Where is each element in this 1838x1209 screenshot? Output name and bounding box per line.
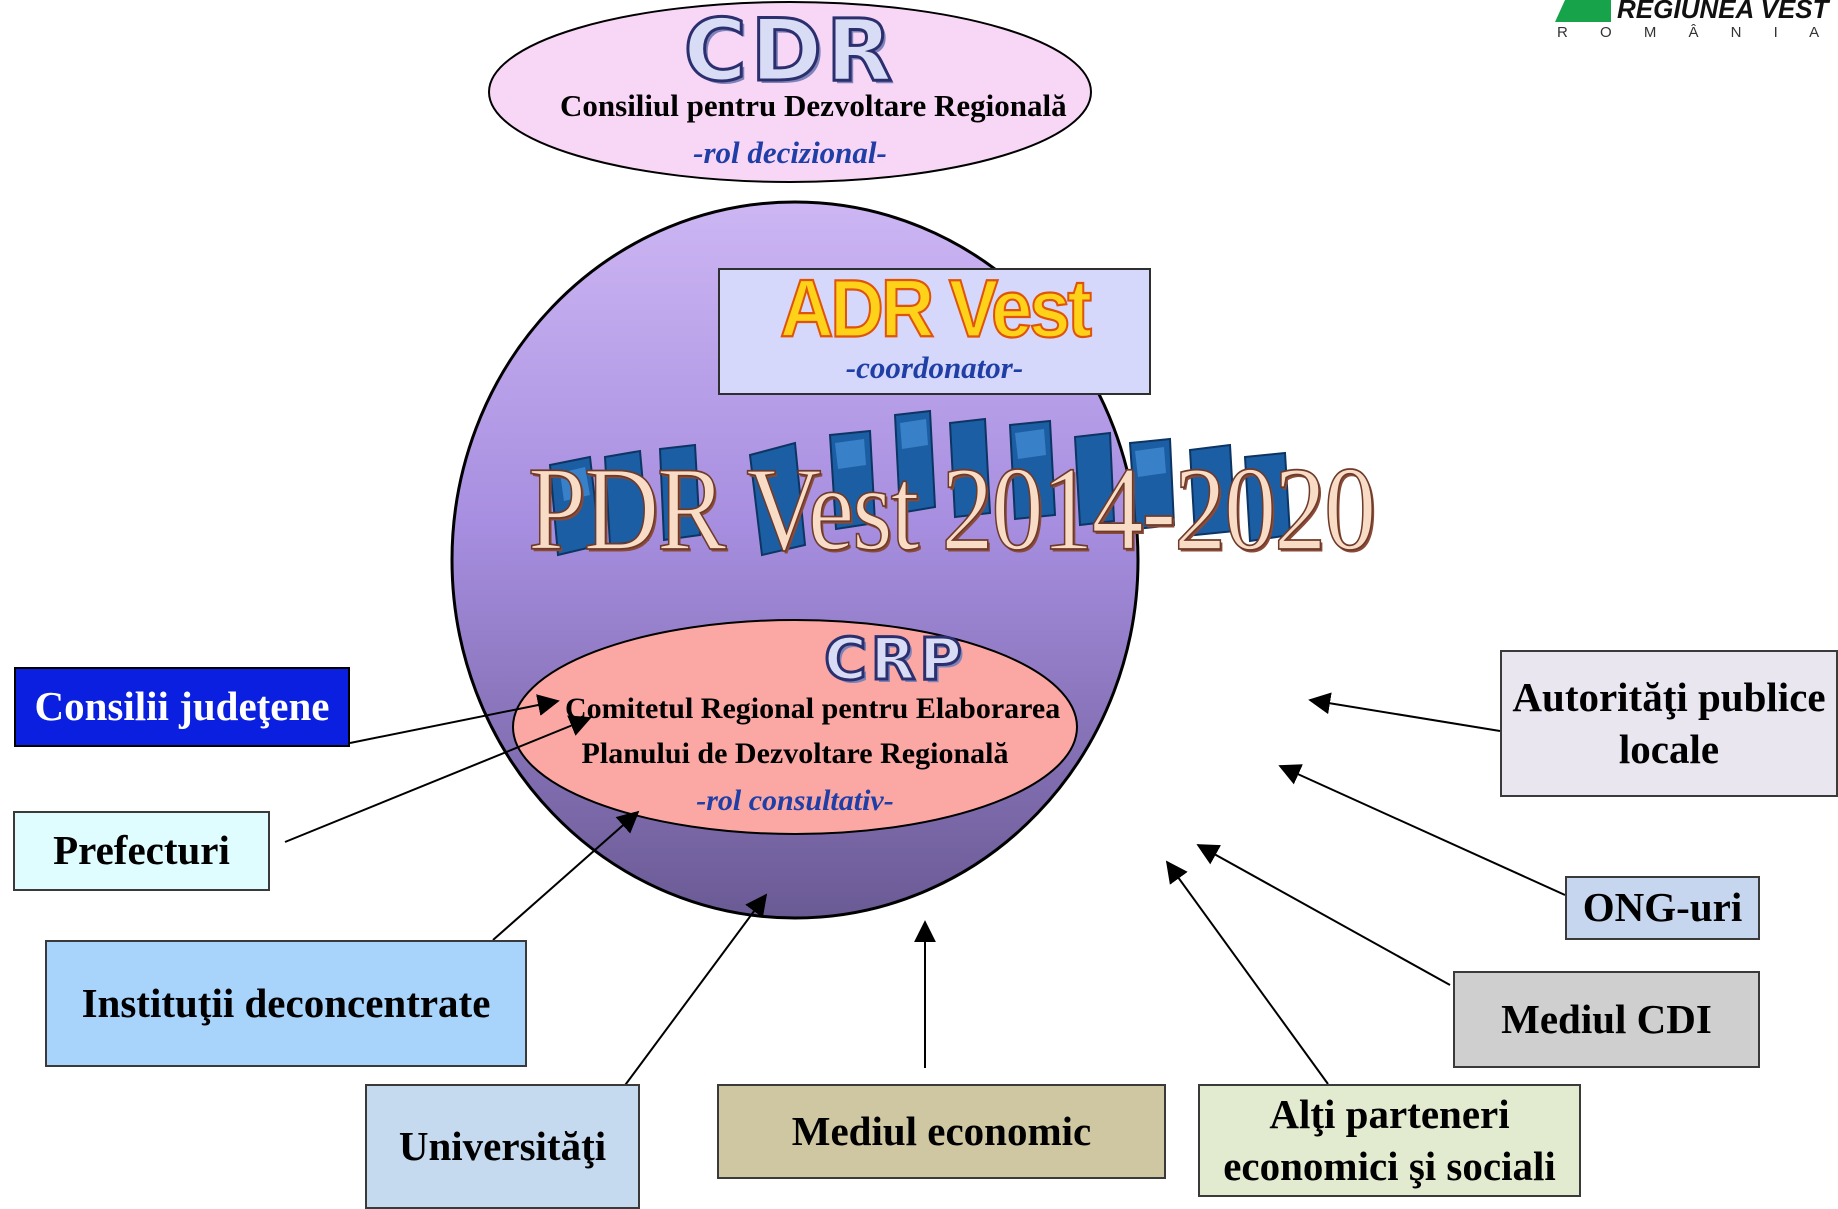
- partner-universitati-label: Universităţi: [398, 1122, 607, 1169]
- crp-acronym: CRP: [823, 625, 966, 693]
- arrow-universitati: [619, 893, 768, 1093]
- partner-autoritati-line1: Autorităţi publice: [1512, 674, 1826, 721]
- partner-economic-label: Mediul economic: [791, 1107, 1092, 1154]
- arrow-alti: [1165, 860, 1329, 1085]
- crp-ellipse: [512, 619, 1078, 835]
- crp-role: -rol consultativ-: [696, 784, 894, 817]
- partner-ong-label: ONG-uri: [1582, 884, 1743, 931]
- arrow-cdi: [1196, 844, 1451, 986]
- cdr-role: -rol decizional-: [693, 135, 887, 170]
- partner-prefecturi: Prefecturi: [13, 811, 270, 891]
- cdr-ellipse: [488, 1, 1092, 183]
- partner-consilii-judetene: Consilii judeţene: [14, 667, 350, 747]
- partner-ong-uri: ONG-uri: [1565, 876, 1760, 940]
- arrow-autoritati: [1308, 692, 1501, 732]
- partner-cdi-label: Mediul CDI: [1501, 995, 1712, 1042]
- logo: REGIUNEA VEST R O M Â N I A: [1555, 0, 1838, 48]
- crp-line2: Planului de Dezvoltare Regională: [581, 737, 1009, 770]
- adr-role: -coordonator-: [845, 350, 1024, 385]
- crp-line1: Comitetul Regional pentru Elaborarea: [565, 692, 1061, 725]
- partner-prefecturi-label: Prefecturi: [53, 827, 230, 874]
- partner-alti-line2: economici şi sociali: [1223, 1142, 1556, 1189]
- arrow-consilii: [349, 694, 560, 744]
- cdr-full-name: Consiliul pentru Dezvoltare Regională: [560, 88, 1067, 123]
- logo-mark-icon: [1555, 0, 1611, 22]
- partner-autoritati-publice: Autorităţi publice locale: [1500, 650, 1838, 797]
- arrow-prefecturi: [284, 715, 592, 843]
- partner-institutii-deconcentrate: Instituţii deconcentrate: [45, 940, 527, 1067]
- logo-name: REGIUNEA VEST: [1617, 0, 1829, 24]
- partner-consilii-label: Consilii judeţene: [34, 683, 330, 730]
- partner-institutii-label: Instituţii deconcentrate: [81, 979, 491, 1026]
- partner-alti-parteneri: Alţi parteneri economici şi sociali: [1198, 1084, 1581, 1197]
- partner-mediul-cdi: Mediul CDI: [1453, 971, 1760, 1068]
- adr-box: ADR Vest -coordonator-: [718, 262, 1151, 395]
- partner-autoritati-line2: locale: [1618, 725, 1720, 772]
- adr-title: ADR Vest: [779, 262, 1093, 355]
- pdr-title: PDR Vest 2014-2020: [527, 443, 1377, 576]
- arrow-institutii: [492, 810, 640, 941]
- arrow-ong: [1278, 764, 1566, 896]
- partner-mediul-economic: Mediul economic: [717, 1084, 1166, 1179]
- cdr-acronym: CDR: [682, 1, 897, 101]
- partner-alti-line1: Alţi parteneri: [1269, 1091, 1510, 1138]
- pdr-banner-art: [548, 409, 1292, 557]
- partner-universitati: Universităţi: [365, 1084, 640, 1209]
- logo-country: R O M Â N I A: [1557, 24, 1834, 41]
